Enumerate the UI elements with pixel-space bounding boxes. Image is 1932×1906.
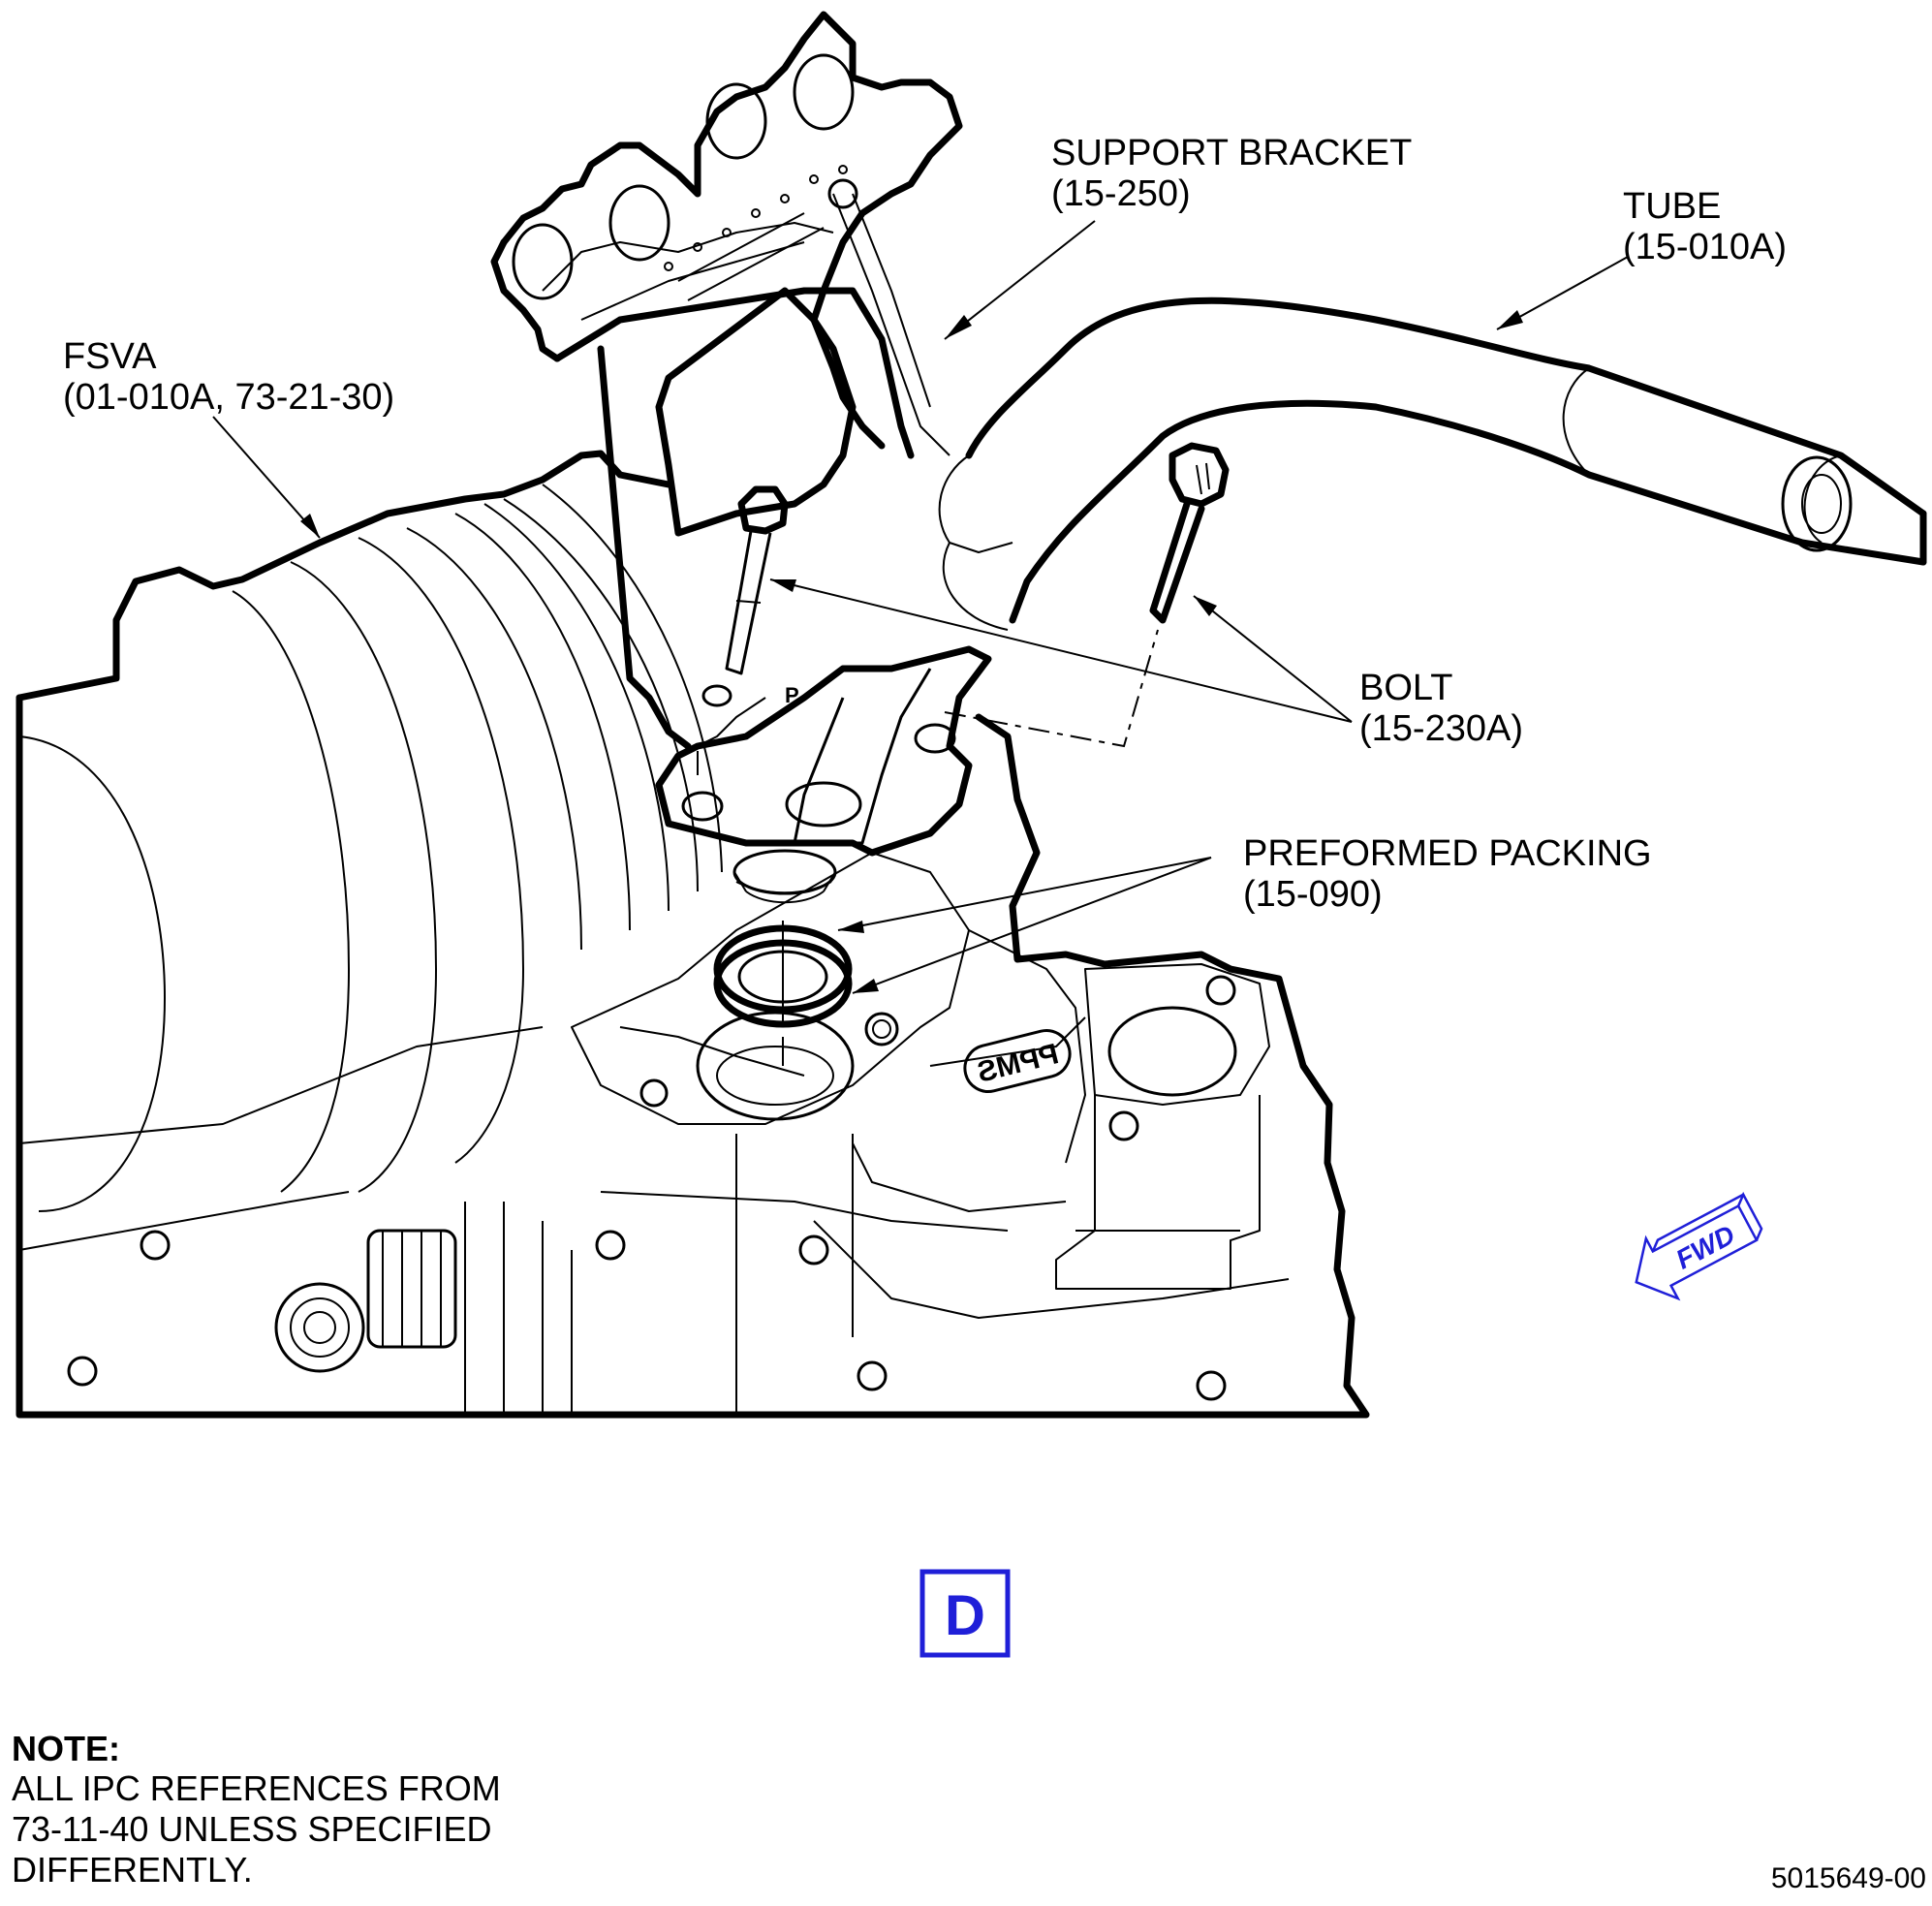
callout-support-bracket: SUPPORT BRACKET (15-250) bbox=[1051, 133, 1412, 214]
packing-label: PREFORMED PACKING bbox=[1243, 833, 1652, 874]
bolt-right bbox=[1149, 442, 1230, 624]
fwd-indicator: FWD bbox=[1635, 1191, 1763, 1301]
tube-ref: (15-010A) bbox=[1623, 227, 1787, 267]
bolt-left bbox=[725, 485, 789, 675]
document-id: 5015649-00 bbox=[1771, 1862, 1926, 1894]
callout-fsva: FSVA (01-010A, 73-21-30) bbox=[63, 336, 394, 418]
preformed-packing bbox=[713, 921, 853, 1066]
leader-lines bbox=[212, 220, 1629, 994]
note-line-1: ALL IPC REFERENCES FROM bbox=[12, 1768, 501, 1808]
view-label: D bbox=[919, 1569, 1011, 1658]
fsva-label: FSVA bbox=[63, 336, 157, 377]
view-letter: D bbox=[945, 1584, 985, 1647]
fsva-housing bbox=[16, 450, 1370, 1419]
note-block: NOTE: ALL IPC REFERENCES FROM 73-11-40 U… bbox=[12, 1729, 501, 1890]
support-bracket-ref: (15-250) bbox=[1051, 173, 1191, 214]
tube bbox=[732, 297, 1927, 904]
fsva-ref: (01-010A, 73-21-30) bbox=[63, 377, 394, 418]
manifold-block: PPMS bbox=[571, 852, 1290, 1415]
note-line-3: DIFFERENTLY. bbox=[12, 1850, 253, 1890]
bolt-label: BOLT bbox=[1359, 668, 1452, 708]
callout-bolt: BOLT (15-230A) bbox=[1359, 668, 1523, 749]
ppms-marking: PPMS bbox=[963, 1029, 1072, 1093]
support-bracket-label: SUPPORT BRACKET bbox=[1051, 133, 1412, 173]
note-line-2: 73-11-40 UNLESS SPECIFIED bbox=[12, 1809, 492, 1849]
flange-marking: P bbox=[785, 683, 799, 707]
note-heading: NOTE: bbox=[12, 1729, 120, 1768]
callout-preformed-packing: PREFORMED PACKING (15-090) bbox=[1243, 833, 1652, 915]
callout-tube: TUBE (15-010A) bbox=[1623, 186, 1787, 267]
tube-label: TUBE bbox=[1623, 186, 1721, 227]
packing-ref: (15-090) bbox=[1243, 874, 1383, 915]
support-bracket: P bbox=[490, 11, 992, 857]
bolt-ref: (15-230A) bbox=[1359, 708, 1523, 749]
